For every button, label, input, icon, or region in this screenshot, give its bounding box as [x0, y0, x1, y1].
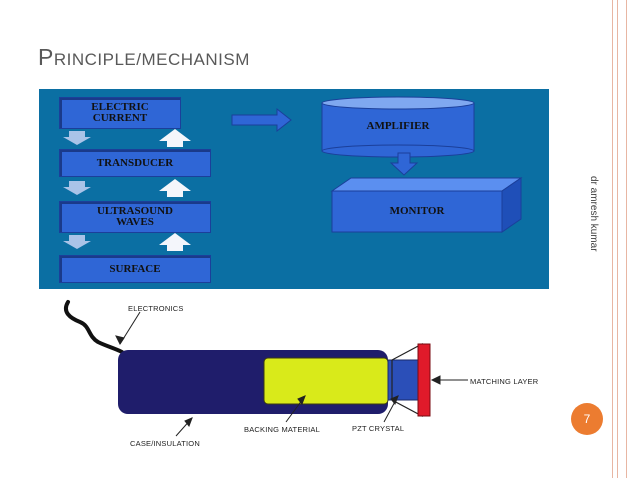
up-arrow-icon: [159, 129, 191, 251]
decor-rule-3: [626, 0, 627, 478]
decor-rule-2: [617, 0, 618, 478]
title-initial: P: [38, 44, 54, 70]
box-amplifier-label: AMPLIFIER: [366, 119, 430, 132]
box-monitor: MONITOR: [332, 191, 502, 232]
box-transducer-label: TRANSDUCER: [96, 156, 174, 169]
label-backing-material: BACKING MATERIAL: [244, 425, 320, 434]
box-electric-current-label: ELECTRIC CURRENT: [91, 101, 149, 124]
label-pzt-crystal: PZT CRYSTAL: [352, 424, 405, 433]
box-electric-current: ELECTRIC CURRENT: [59, 97, 181, 129]
cable: [63, 300, 124, 354]
flowchart-arrows: [63, 96, 523, 251]
box-monitor-label: MONITOR: [389, 205, 445, 217]
box-ultrasound-waves: ULTRASOUND WAVES: [59, 201, 211, 233]
page-number-badge: 7: [571, 403, 603, 435]
pzt-crystal: [387, 359, 419, 401]
box-surface: SURFACE: [59, 255, 211, 283]
down-arrow-to-monitor-icon: [389, 152, 419, 176]
box-surface-label: SURFACE: [109, 262, 161, 275]
amplifier-cylinder: [321, 96, 475, 158]
label-electronics: ELECTRONICS: [128, 304, 184, 313]
label-matching-layer: MATCHING LAYER: [470, 377, 539, 386]
flowchart-panel: ELECTRIC CURRENT TRANSDUCER ULTRASOUND W…: [39, 89, 549, 289]
box-amplifier: AMPLIFIER: [322, 109, 474, 143]
box-ultrasound-waves-label: ULTRASOUND WAVES: [96, 205, 173, 228]
matching-layer: [417, 343, 431, 417]
down-arrow-icon: [63, 131, 91, 249]
leader-lines: [115, 311, 468, 437]
label-case-insulation: CASE/INSULATION: [130, 439, 200, 448]
box-transducer: TRANSDUCER: [59, 149, 211, 177]
transducer-diagram: [63, 300, 468, 437]
title-rest: RINCIPLE/MECHANISM: [53, 50, 250, 69]
author-credit: dr amresh kumar: [588, 176, 599, 252]
decor-rule-1: [612, 0, 613, 478]
backing-material: [263, 357, 389, 405]
right-arrow-icon: [231, 107, 292, 133]
page-number: 7: [583, 412, 591, 426]
slide-title: PRINCIPLE/MECHANISM: [38, 44, 250, 71]
monitor-box: [330, 177, 523, 233]
